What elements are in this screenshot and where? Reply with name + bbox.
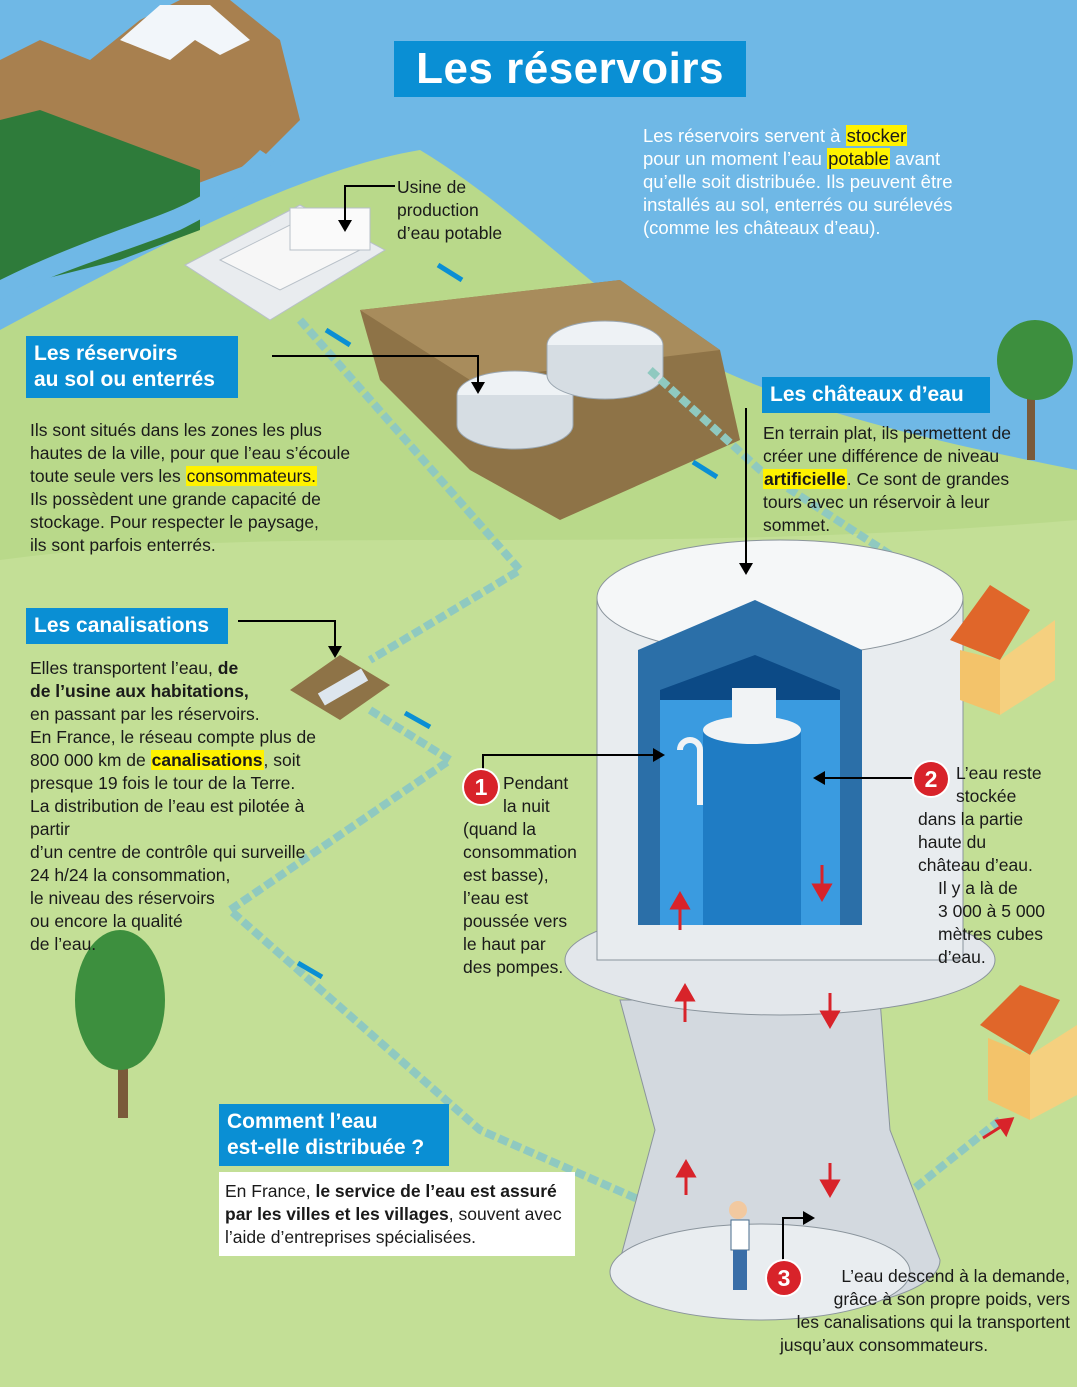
- house-upper: [950, 585, 1055, 715]
- water-towers-text: En terrain plat, ils permettent de créer…: [763, 423, 1012, 535]
- house-lower: [980, 985, 1077, 1120]
- ground-reservoirs: [456, 320, 664, 450]
- river: [0, 150, 275, 300]
- red-arrows: [669, 865, 1015, 1199]
- leader-arrowheads: [328, 220, 825, 1225]
- step-3-marker: 3: [767, 1261, 801, 1295]
- plant-label: Usine de production d’eau potable: [397, 177, 503, 243]
- step-2-marker: 2: [914, 762, 948, 796]
- intro-text: Les réservoirs servent à stocker pour un…: [643, 125, 953, 238]
- tree-left: [75, 930, 165, 1118]
- tree-right: [997, 320, 1073, 460]
- operator-figure: [729, 1201, 750, 1290]
- section-heading-distribution: Comment l’eau est-elle distribuée ?: [219, 1104, 449, 1166]
- mountain-snow: [120, 5, 250, 60]
- page-title: Les réservoirs: [394, 41, 746, 97]
- pipe-trench: [290, 655, 390, 720]
- flow-arrows: [296, 262, 719, 980]
- section-heading-pipes: Les canalisations: [26, 608, 228, 644]
- water-tower: [564, 539, 996, 1321]
- section-heading-water-towers: Les châteaux d’eau: [762, 377, 990, 413]
- forest: [0, 110, 200, 290]
- step-1-marker: 1: [464, 770, 498, 804]
- section-heading-ground-reservoirs: Les réservoirs au sol ou enterrés: [26, 336, 238, 398]
- ground-reservoirs-text: Ils sont situés dans les zones les plus …: [30, 420, 351, 555]
- distribution-text: En France, le service de l’eau est assur…: [225, 1181, 562, 1247]
- water-plant: [184, 204, 387, 321]
- step-2-text: L’eau reste stockée dans la partie haute…: [918, 763, 1046, 967]
- pipes-text: Elles transportent l’eau, de de l’usine …: [30, 658, 316, 954]
- step-3-text: L’eau descend à la demande, grâce à son …: [780, 1266, 1070, 1355]
- step-1-text: Pendant la nuit (quand la consommation e…: [463, 773, 577, 977]
- distribution-box: [219, 1172, 575, 1256]
